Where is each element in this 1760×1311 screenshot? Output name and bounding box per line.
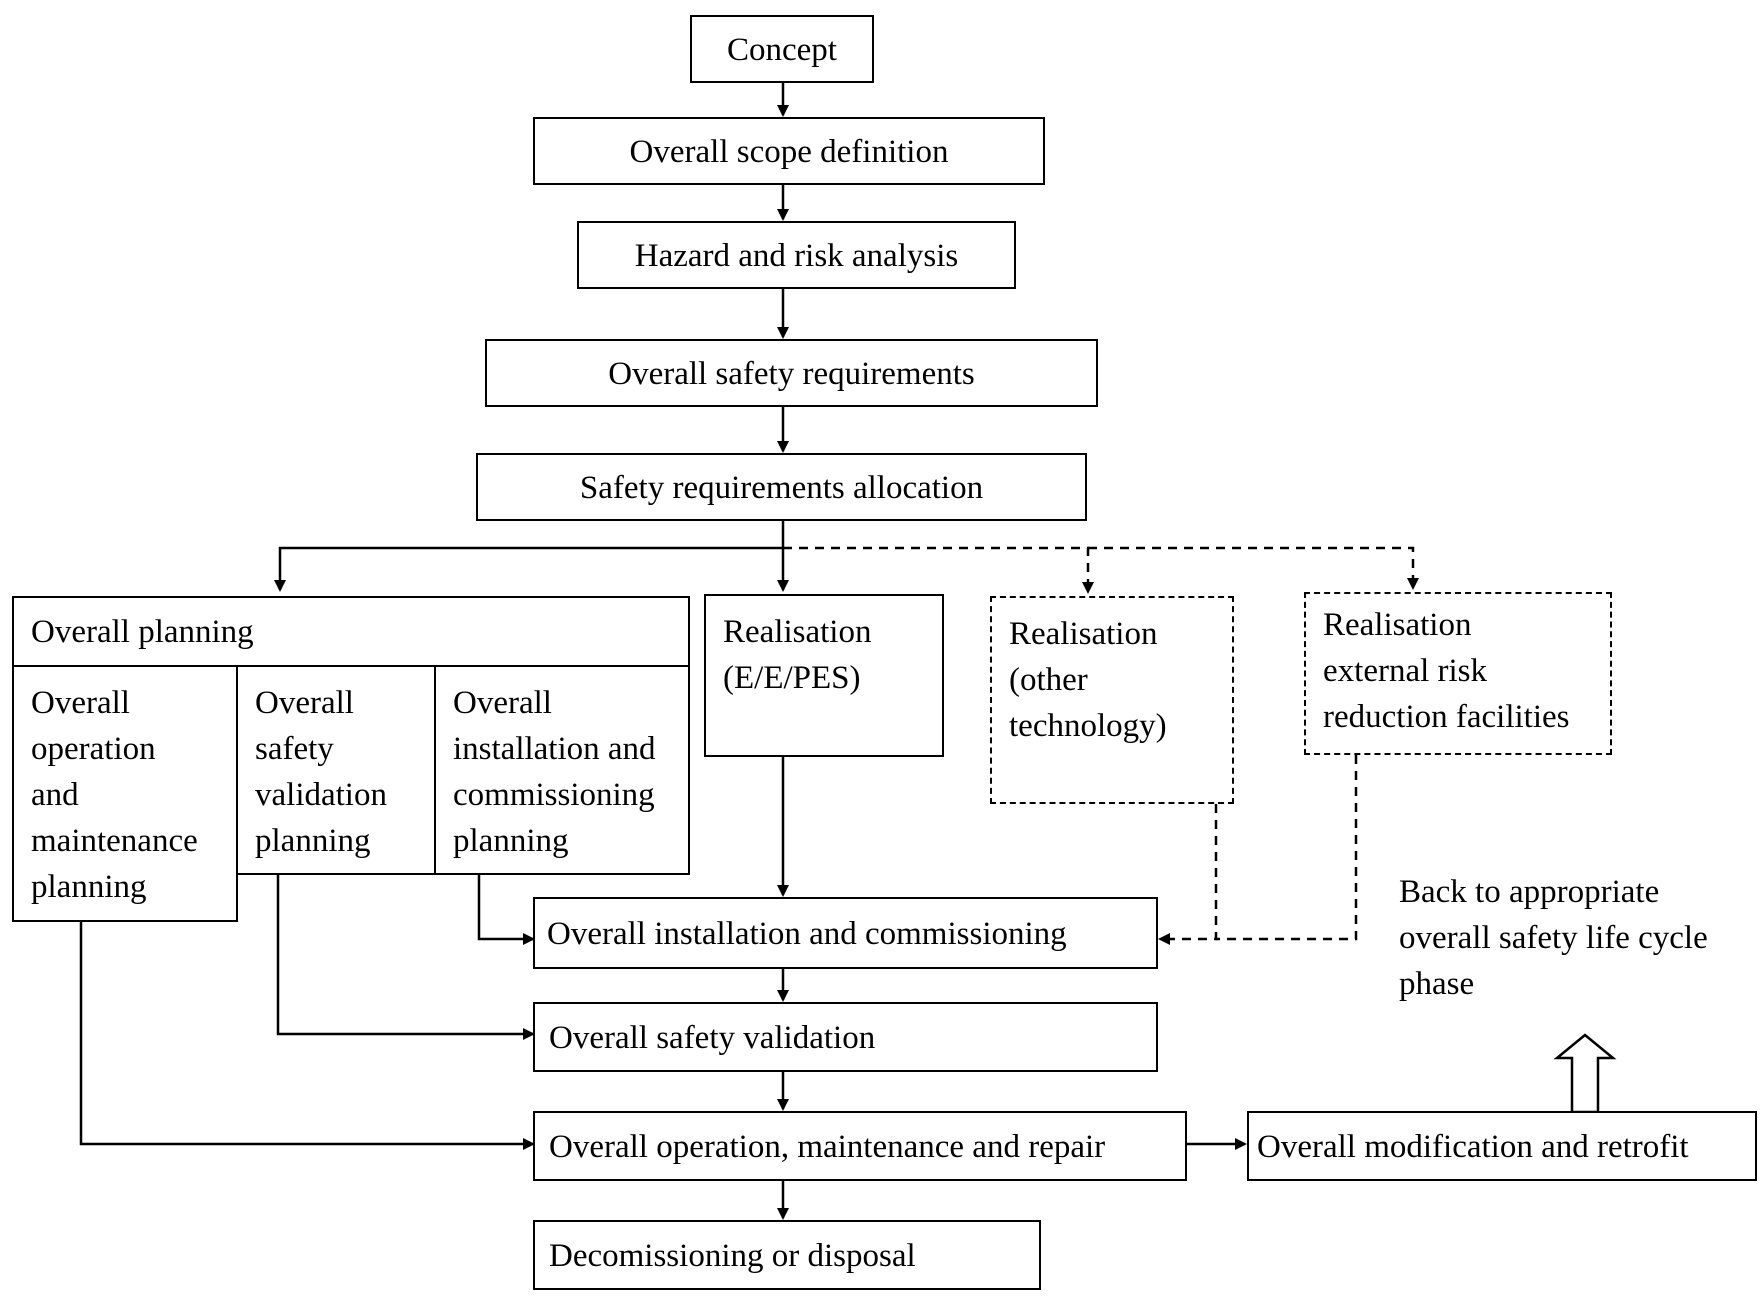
safety-requirements-label: Overall safety requirements xyxy=(608,356,975,392)
realisation-other-label: Realisation (other technology) xyxy=(1009,616,1167,744)
scope-definition-box: Overall scope definition xyxy=(533,117,1045,185)
back-to-phase-note: Back to appropriate overall safety life … xyxy=(1399,874,1708,1002)
back-up-arrow-icon xyxy=(1553,1033,1617,1114)
realisation-eepes-box: Realisation (E/E/PES) xyxy=(704,594,944,757)
hazard-analysis-box: Hazard and risk analysis xyxy=(577,221,1016,289)
realisation-other-box: Realisation (other technology) xyxy=(990,596,1234,804)
op-maint-planning-box: Overall operation and maintenance planni… xyxy=(12,665,238,922)
safety-validation-box: Overall safety validation xyxy=(533,1002,1158,1072)
concept-label: Concept xyxy=(727,32,837,68)
arrow-other-tech-to-installation xyxy=(1158,804,1218,945)
realisation-external-box: Realisation external risk reduction faci… xyxy=(1304,592,1612,755)
op-maint-planning-label: Overall operation and maintenance planni… xyxy=(31,685,198,905)
overall-planning-box: Overall planning xyxy=(12,596,690,667)
install-comm-planning-label: Overall installation and commissioning p… xyxy=(453,685,656,859)
decommission-box: Decomissioning or disposal xyxy=(533,1220,1041,1290)
arrow-allocation-to-planning xyxy=(274,546,783,592)
arrow-install-planning-to-installation xyxy=(477,875,535,945)
arrow-external-to-installation xyxy=(1216,755,1358,941)
operation-box: Overall operation, maintenance and repai… xyxy=(533,1111,1187,1181)
realisation-eepes-label: Realisation (E/E/PES) xyxy=(723,614,872,696)
scope-definition-label: Overall scope definition xyxy=(629,134,949,170)
concept-box: Concept xyxy=(690,15,874,83)
arrow-allocation-to-external xyxy=(1088,546,1419,590)
safety-validation-planning-box: Overall safety validation planning xyxy=(236,665,436,875)
install-comm-planning-box: Overall installation and commissioning p… xyxy=(434,665,690,875)
installation-box: Overall installation and commissioning xyxy=(533,897,1158,969)
overall-planning-title: Overall planning xyxy=(31,614,254,650)
arrow-op-planning-to-operation xyxy=(79,922,535,1150)
requirements-allocation-label: Safety requirements allocation xyxy=(579,470,984,506)
arrow-validation-planning-to-validation xyxy=(276,875,535,1040)
safety-requirements-box: Overall safety requirements xyxy=(485,339,1098,407)
safety-validation-label: Overall safety validation xyxy=(549,1020,876,1056)
operation-label: Overall operation, maintenance and repai… xyxy=(549,1129,1106,1165)
hazard-analysis-label: Hazard and risk analysis xyxy=(634,238,959,274)
installation-label: Overall installation and commissioning xyxy=(547,916,1067,952)
requirements-allocation-box: Safety requirements allocation xyxy=(476,453,1087,521)
arrow-allocation-to-other-tech xyxy=(783,546,1094,594)
modification-box: Overall modification and retrofit xyxy=(1247,1111,1757,1181)
realisation-external-label: Realisation external risk reduction faci… xyxy=(1323,607,1570,735)
decommission-label: Decomissioning or disposal xyxy=(549,1238,916,1274)
safety-validation-planning-label: Overall safety validation planning xyxy=(255,685,387,859)
modification-label: Overall modification and retrofit xyxy=(1257,1129,1689,1165)
